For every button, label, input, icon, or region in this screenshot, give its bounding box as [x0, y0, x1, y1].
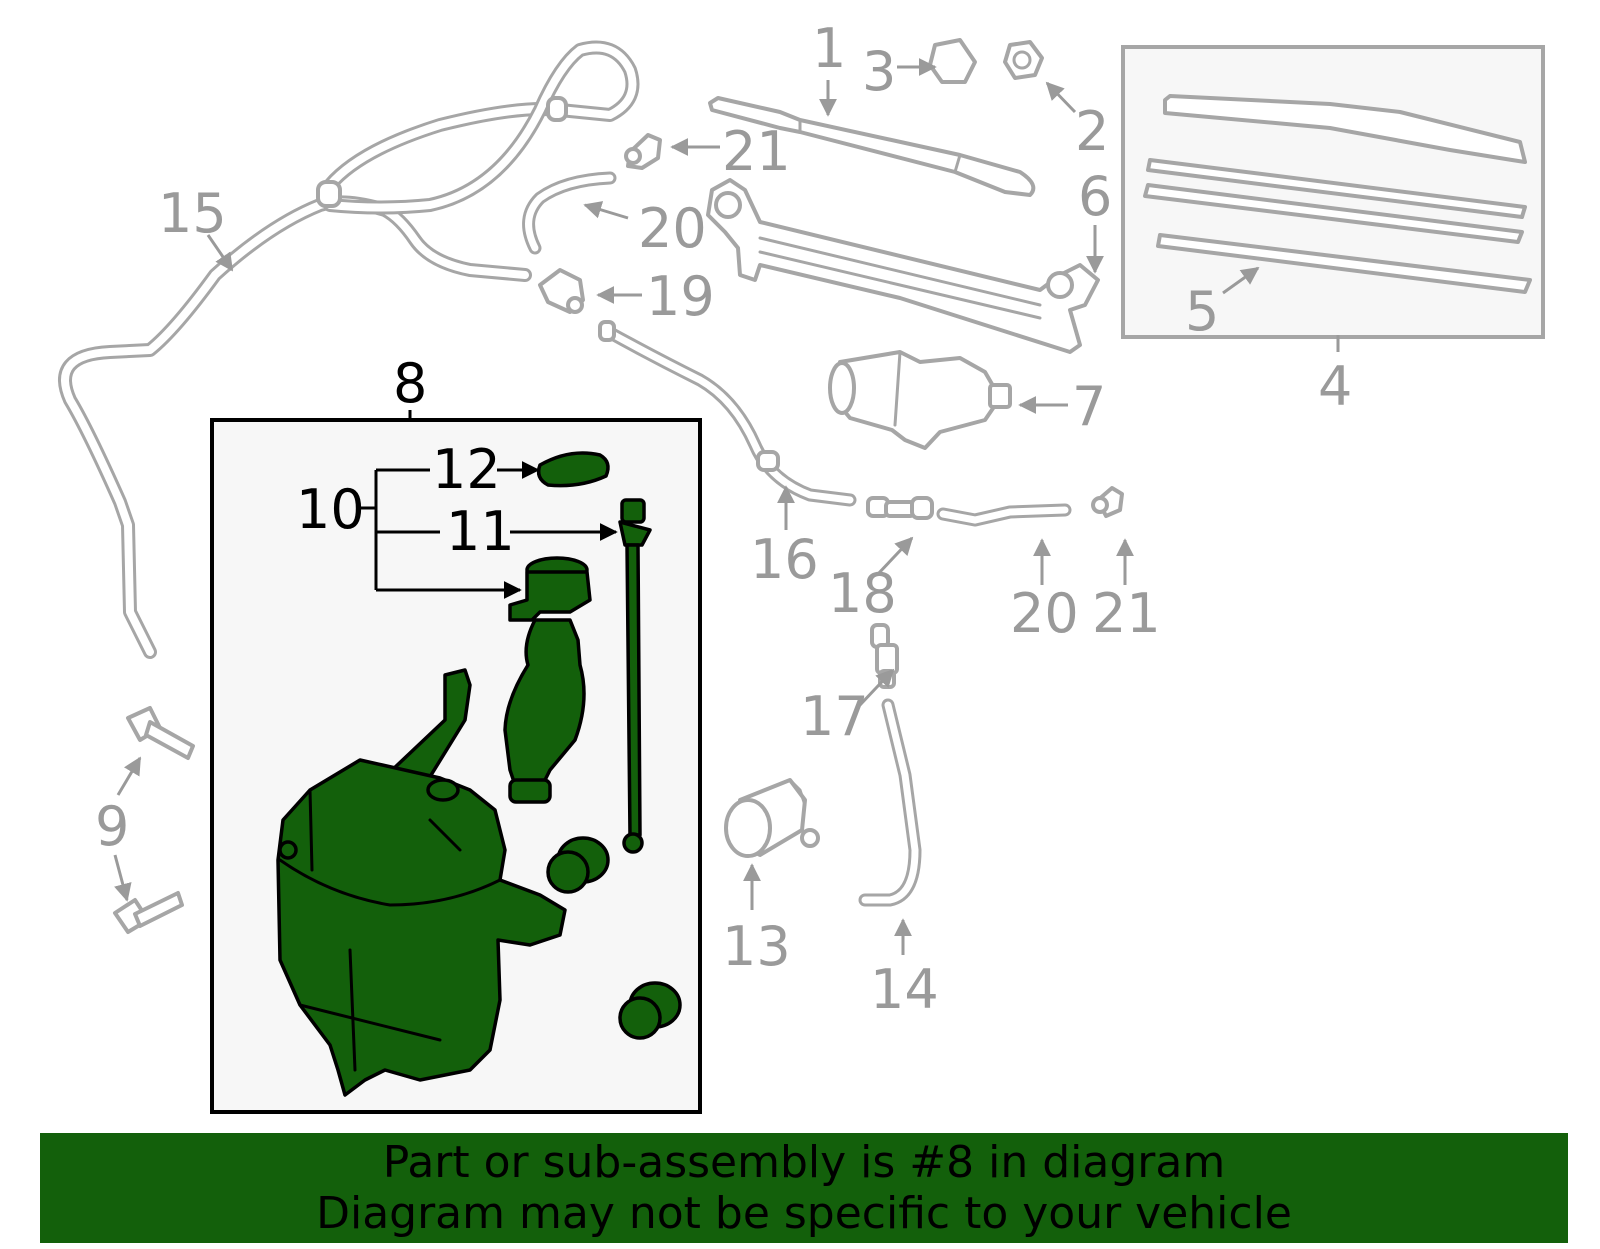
- callout-12: 12: [432, 438, 501, 501]
- wiper-linkage-6: [706, 178, 1100, 354]
- callout-14: 14: [870, 958, 939, 1021]
- reservoir-assembly-inset-8: [210, 418, 702, 1114]
- banner-line-1: Part or sub-assembly is #8 in diagram: [382, 1137, 1226, 1188]
- bolt-9-upper: [126, 706, 195, 760]
- hose-14: [858, 698, 922, 907]
- clip-21-lower: [1091, 486, 1124, 518]
- callout-3: 3: [862, 40, 896, 103]
- level-sensor-11: [618, 498, 652, 854]
- bolt-9-lower: [113, 891, 184, 934]
- cap-12: [536, 451, 610, 488]
- wiper-motor-7: [828, 350, 1012, 450]
- callout-20-upper: 20: [638, 197, 707, 260]
- callout-5: 5: [1185, 280, 1219, 343]
- callout-labels: 1 3 2 6 5 4 7 21 20 19 15 16 18 20 21 17…: [95, 17, 1352, 1021]
- callout-10: 10: [296, 478, 365, 541]
- callout-1: 1: [812, 17, 846, 80]
- callout-21-upper: 21: [722, 120, 791, 183]
- callout-15: 15: [158, 182, 227, 245]
- callout-20-lower: 20: [1010, 582, 1079, 645]
- callout-17: 17: [800, 685, 869, 748]
- nut-2: [1003, 40, 1044, 80]
- callout-4: 4: [1318, 355, 1352, 418]
- reservoir-tank: [276, 668, 567, 1097]
- callout-11: 11: [446, 500, 515, 563]
- hose-20-upper: [522, 171, 617, 255]
- wiper-blade-inset-4: [1121, 45, 1545, 339]
- clip-21-upper: [624, 133, 662, 170]
- callout-13: 13: [722, 915, 791, 978]
- cap-3: [928, 38, 977, 84]
- callout-7: 7: [1072, 375, 1106, 438]
- callout-8: 8: [393, 352, 427, 415]
- callout-6: 6: [1078, 165, 1112, 228]
- info-banner: Part or sub-assembly is #8 in diagram Di…: [40, 1133, 1568, 1243]
- washer-hose-15: [58, 40, 640, 659]
- grommet-upper: [546, 836, 610, 894]
- callout-19: 19: [646, 265, 715, 328]
- filler-neck-10: [503, 556, 592, 804]
- grommet-lower: [618, 981, 682, 1040]
- callout-18: 18: [828, 562, 897, 625]
- washer-hose-16: [598, 320, 857, 507]
- banner-line-2: Diagram may not be specific to your vehi…: [316, 1188, 1292, 1239]
- callout-16: 16: [750, 528, 819, 591]
- callout-9: 9: [95, 795, 129, 858]
- callout-21-lower: 21: [1092, 582, 1161, 645]
- hose-20-lower: [936, 503, 1072, 527]
- wiper-arm-1: [708, 96, 1036, 197]
- washer-pump-13: [724, 778, 820, 858]
- leader-lines: [113, 58, 1340, 955]
- connector-18: [866, 496, 934, 520]
- callout-2: 2: [1075, 100, 1109, 163]
- connector-19: [538, 268, 585, 314]
